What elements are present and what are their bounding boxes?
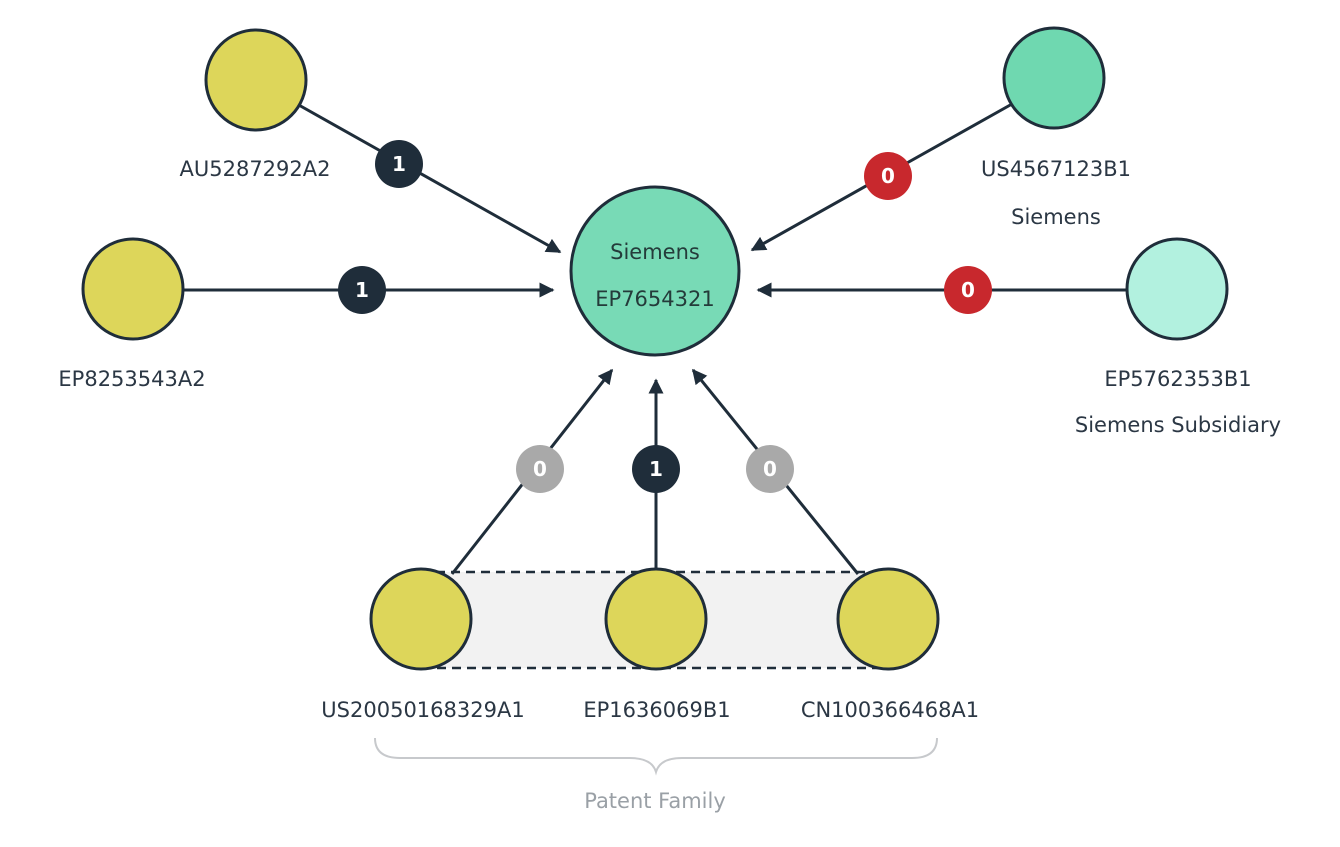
node-us4[interactable] — [1002, 26, 1106, 130]
center-node[interactable]: Siemens EP7654321 — [569, 185, 741, 357]
node-labels: AU5287292A2 EP8253543A2 US4567123B1 Siem… — [58, 157, 1281, 722]
svg-text:0: 0 — [881, 164, 895, 188]
label-ep5-owner: Siemens Subsidiary — [1075, 413, 1281, 437]
node-ep8[interactable] — [81, 237, 185, 341]
edge-au — [296, 102, 562, 254]
label-us4: US4567123B1 — [981, 157, 1131, 181]
badge-au: 1 — [375, 140, 423, 188]
center-node-name: Siemens — [610, 240, 700, 264]
patent-family-brace — [374, 737, 938, 776]
label-us4-owner: Siemens — [1011, 205, 1101, 229]
svg-text:0: 0 — [533, 457, 547, 481]
svg-text:1: 1 — [392, 152, 406, 176]
node-au[interactable] — [204, 28, 308, 132]
svg-text:0: 0 — [763, 457, 777, 481]
node-ep5[interactable] — [1125, 237, 1229, 341]
badge-ep1: 1 — [632, 445, 680, 493]
badges: 1 1 0 0 0 1 0 — [338, 140, 992, 493]
label-ep5: EP5762353B1 — [1104, 367, 1251, 391]
svg-text:1: 1 — [649, 457, 663, 481]
badge-ep5: 0 — [944, 266, 992, 314]
node-us2[interactable] — [369, 567, 473, 671]
label-ep1: EP1636069B1 — [583, 698, 730, 722]
label-us2: US20050168329A1 — [321, 698, 524, 722]
node-cn[interactable] — [836, 567, 940, 671]
badge-ep8: 1 — [338, 266, 386, 314]
badge-us4: 0 — [864, 152, 912, 200]
node-ep1[interactable] — [604, 567, 708, 671]
center-node-id: EP7654321 — [595, 287, 714, 311]
patent-family-label: Patent Family — [584, 789, 726, 813]
label-au: AU5287292A2 — [180, 157, 331, 181]
label-ep8: EP8253543A2 — [58, 367, 205, 391]
badge-us2: 0 — [516, 445, 564, 493]
badge-cn: 0 — [746, 445, 794, 493]
svg-text:1: 1 — [355, 278, 369, 302]
label-cn: CN100366468A1 — [801, 698, 979, 722]
svg-text:0: 0 — [961, 278, 975, 302]
